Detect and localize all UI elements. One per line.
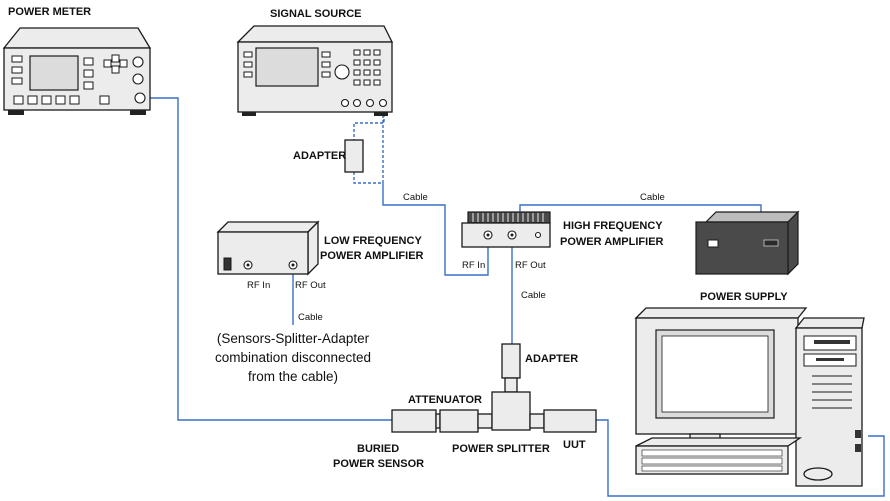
lf-amp-rf-out-label: RF Out — [295, 280, 326, 291]
lf-amp-label-line1: LOW FREQUENCY — [324, 235, 422, 247]
cable-power-meter-to-sensor — [146, 97, 392, 421]
computer-device — [634, 307, 865, 487]
power-meter-device — [2, 27, 152, 115]
note-line-1: (Sensors-Splitter-Adapter — [217, 331, 370, 346]
signal-source-device — [236, 25, 394, 116]
source-adapter — [344, 139, 364, 173]
power-supply-label: POWER SUPPLY — [700, 291, 788, 303]
buried-sensor-label-line1: BURIED — [357, 443, 399, 455]
splitter-adapter-label: ADAPTER — [525, 353, 578, 365]
note-line-2: combination disconnected — [215, 350, 371, 365]
attenuator — [439, 409, 479, 433]
power-meter-label: POWER METER — [8, 6, 91, 18]
cable-label-supply: Cable — [640, 192, 665, 203]
cable-source-to-hf-amp — [382, 183, 489, 276]
hf-amp-label-line1: HIGH FREQUENCY — [563, 220, 663, 232]
hf-amp-rf-out-label: RF Out — [515, 260, 546, 271]
cable-label-lf: Cable — [298, 312, 323, 323]
source-adapter-label: ADAPTER — [293, 150, 346, 162]
splitter-chain — [391, 343, 597, 433]
attenuator-label: ATTENUATOR — [408, 394, 482, 406]
lf-amp-label-line2: POWER AMPLIFIER — [320, 250, 424, 262]
buried-sensor-label-line2: POWER SENSOR — [333, 458, 424, 470]
power-splitter — [491, 391, 531, 431]
buried-power-sensor — [391, 409, 437, 433]
power-supply-device — [695, 210, 800, 276]
hf-amp-label-line2: POWER AMPLIFIER — [560, 236, 664, 248]
signal-source-label: SIGNAL SOURCE — [270, 8, 361, 20]
low-frequency-amplifier-device — [216, 220, 320, 276]
cable-label-hf-down: Cable — [521, 290, 546, 301]
splitter-adapter — [501, 343, 521, 379]
high-frequency-amplifier-device — [461, 211, 551, 248]
note-line-3: from the cable) — [248, 369, 338, 384]
power-splitter-label: POWER SPLITTER — [452, 443, 550, 455]
uut-label: UUT — [563, 439, 586, 451]
hf-amp-rf-in-label: RF In — [462, 260, 485, 271]
cable-uut-to-computer — [596, 419, 885, 497]
lf-amp-rf-in-label: RF In — [247, 280, 270, 291]
cable-source-to-adapter-dashed — [353, 104, 385, 184]
cable-label-source: Cable — [403, 192, 428, 203]
uut-device — [543, 409, 597, 433]
